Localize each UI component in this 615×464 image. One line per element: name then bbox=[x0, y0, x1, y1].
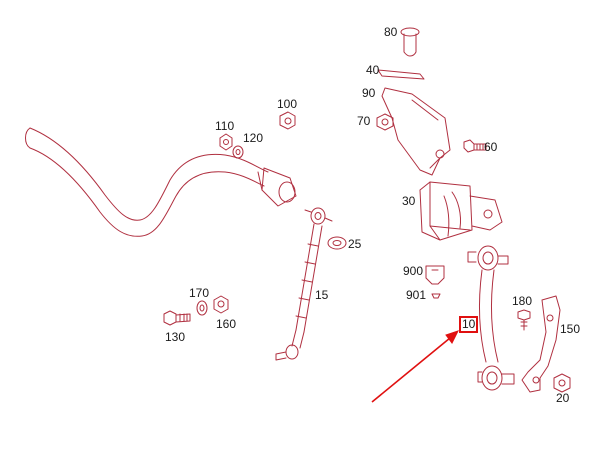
callout-170: 170 bbox=[189, 286, 210, 300]
screw-901 bbox=[431, 293, 441, 299]
callout-15: 15 bbox=[315, 288, 329, 302]
bracket-90 bbox=[381, 87, 451, 176]
callout-60: 60 bbox=[484, 140, 498, 154]
callout-80: 80 bbox=[384, 25, 398, 39]
bushing-25 bbox=[327, 236, 347, 250]
callout-160: 160 bbox=[216, 317, 237, 331]
bolt-130 bbox=[163, 310, 191, 326]
callout-901: 901 bbox=[406, 288, 427, 302]
callout-120: 120 bbox=[243, 131, 264, 145]
callout-130: 130 bbox=[165, 330, 186, 344]
bolt-180 bbox=[517, 309, 531, 331]
nut-100 bbox=[279, 111, 296, 130]
callout-150: 150 bbox=[560, 322, 581, 336]
washer-120 bbox=[232, 145, 244, 159]
callout-180: 180 bbox=[512, 294, 533, 308]
stabilizer-bar bbox=[25, 127, 297, 237]
nut-20 bbox=[553, 373, 571, 393]
callout-10-highlighted: 10 bbox=[459, 316, 479, 333]
nut-70 bbox=[376, 113, 394, 131]
link-rod-15 bbox=[275, 207, 333, 361]
pointer-arrow bbox=[371, 330, 459, 403]
callout-40: 40 bbox=[366, 63, 380, 77]
nut-160 bbox=[213, 295, 229, 314]
bracket-150 bbox=[521, 295, 561, 393]
callout-100: 100 bbox=[277, 97, 298, 111]
pin-80 bbox=[400, 27, 420, 57]
callout-25: 25 bbox=[348, 237, 362, 251]
callout-900: 900 bbox=[403, 264, 424, 278]
bolt-60 bbox=[463, 139, 487, 153]
nut-110 bbox=[219, 133, 233, 151]
callout-20: 20 bbox=[556, 391, 570, 405]
bushing-170 bbox=[196, 300, 208, 316]
plate-40 bbox=[377, 69, 425, 80]
callout-70: 70 bbox=[357, 114, 371, 128]
callout-30: 30 bbox=[402, 194, 416, 208]
mount-30 bbox=[419, 181, 503, 241]
coupling-rod-10 bbox=[467, 245, 515, 391]
callout-90: 90 bbox=[362, 86, 376, 100]
callout-110: 110 bbox=[215, 119, 235, 133]
clip-900 bbox=[425, 265, 445, 285]
